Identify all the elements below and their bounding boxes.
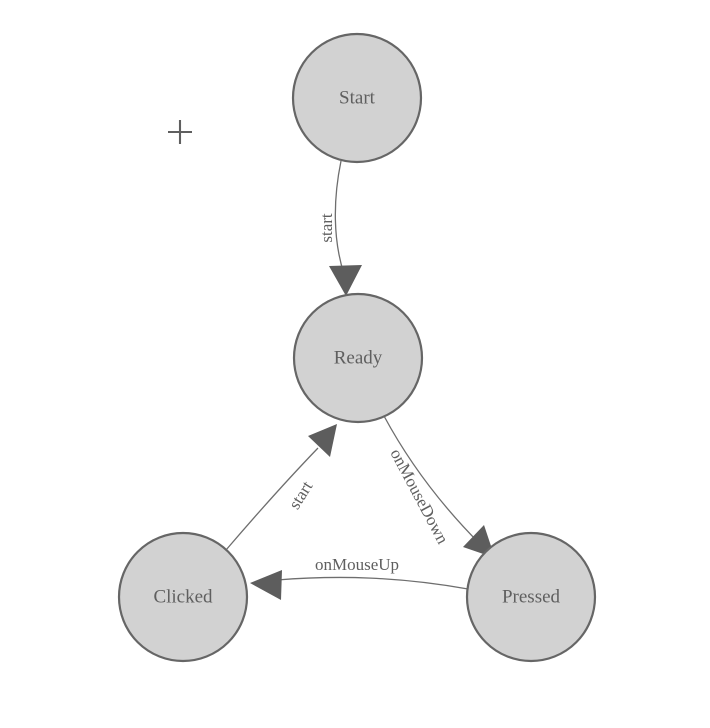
- state-circle-ready: [292, 292, 424, 424]
- state-label-start: Start: [339, 87, 376, 108]
- edge-clicked-to-ready[interactable]: start: [225, 424, 337, 551]
- state-node-pressed[interactable]: Pressed: [465, 531, 597, 663]
- edge-path-ready-to-pressed: [383, 415, 482, 546]
- arrowhead-clicked-to-ready: [308, 424, 337, 457]
- state-circle-pressed: [465, 531, 597, 663]
- edge-path-clicked-to-ready: [225, 447, 319, 551]
- state-node-ready[interactable]: Ready: [292, 292, 424, 424]
- edge-label-start-to-ready: start: [317, 213, 336, 243]
- state-label-clicked: Clicked: [153, 586, 213, 607]
- edge-path-pressed-to-clicked: [276, 576, 469, 590]
- arrowhead-pressed-to-clicked: [250, 570, 282, 600]
- state-circle-start: [291, 32, 423, 164]
- state-node-start[interactable]: Start: [291, 32, 423, 164]
- arrowhead-start-to-ready: [329, 265, 362, 296]
- edge-label-ready-to-pressed: onMouseDown: [386, 446, 452, 548]
- edge-path-start-to-ready: [334, 160, 345, 275]
- state-label-pressed: Pressed: [502, 586, 561, 607]
- state-label-ready: Ready: [334, 347, 383, 368]
- edge-start-to-ready[interactable]: start: [317, 160, 362, 296]
- crosshair-icon: [168, 120, 192, 144]
- state-node-clicked[interactable]: Clicked: [117, 531, 249, 663]
- edge-label-pressed-to-clicked: onMouseUp: [315, 555, 399, 574]
- edge-label-clicked-to-ready: start: [285, 477, 317, 512]
- edge-ready-to-pressed[interactable]: onMouseDown: [383, 415, 495, 558]
- state-circle-clicked: [117, 531, 249, 663]
- edge-pressed-to-clicked[interactable]: onMouseUp: [250, 555, 469, 600]
